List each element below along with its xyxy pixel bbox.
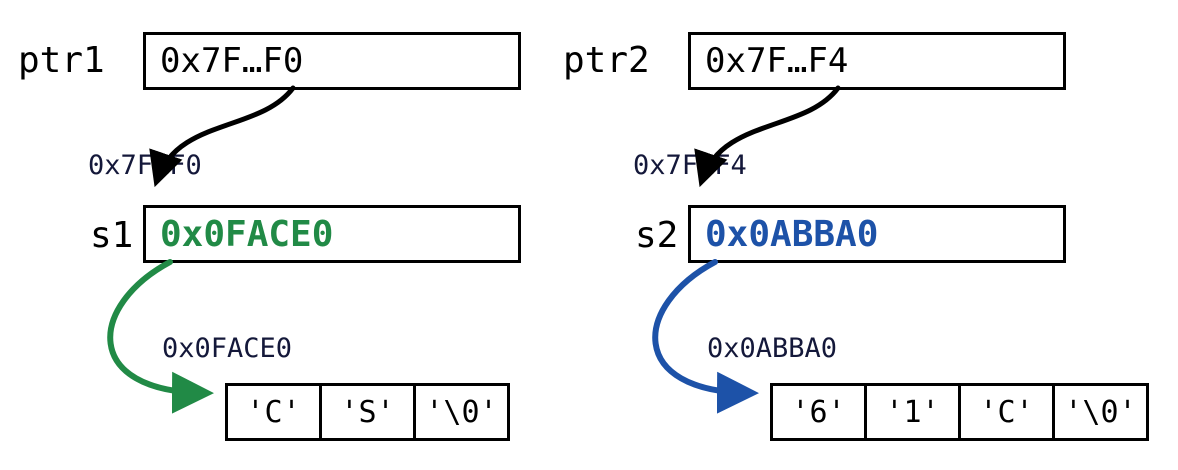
s2-char-array: '6' '1' 'C' '\0' <box>770 383 1149 441</box>
ptr1-address-label: 0x7F…F0 <box>88 150 202 181</box>
s2-box: 0x0ABBA0 <box>688 205 1066 263</box>
char-cell: 'S' <box>319 383 416 441</box>
char-cell: '6' <box>770 383 867 441</box>
char-cell: '1' <box>864 383 961 441</box>
char-cell: '\0' <box>413 383 510 441</box>
s2-label: s2 <box>635 215 679 256</box>
s1-char-array: 'C' 'S' '\0' <box>225 383 510 441</box>
s1-to-string-arrow <box>107 259 214 414</box>
char-cell: 'C' <box>958 383 1055 441</box>
s1-box: 0x0FACE0 <box>143 205 521 263</box>
char-cell: 'C' <box>225 383 322 441</box>
ptr1-box: 0x7F…F0 <box>143 32 521 90</box>
s1-address-label: 0x0FACE0 <box>162 333 293 364</box>
char-cell: '\0' <box>1052 383 1149 441</box>
ptr2-address-label: 0x7F…F4 <box>633 150 747 181</box>
s2-value: 0x0ABBA0 <box>705 213 879 255</box>
ptr1-label: ptr1 <box>18 40 105 81</box>
s1-value: 0x0FACE0 <box>160 213 334 255</box>
ptr1-value: 0x7F…F0 <box>160 41 304 81</box>
s2-to-string-arrow <box>652 259 759 414</box>
ptr2-value: 0x7F…F4 <box>705 41 849 81</box>
ptr2-label: ptr2 <box>563 40 650 81</box>
ptr2-box: 0x7F…F4 <box>688 32 1066 90</box>
s1-label: s1 <box>90 215 134 256</box>
s2-address-label: 0x0ABBA0 <box>707 333 838 364</box>
